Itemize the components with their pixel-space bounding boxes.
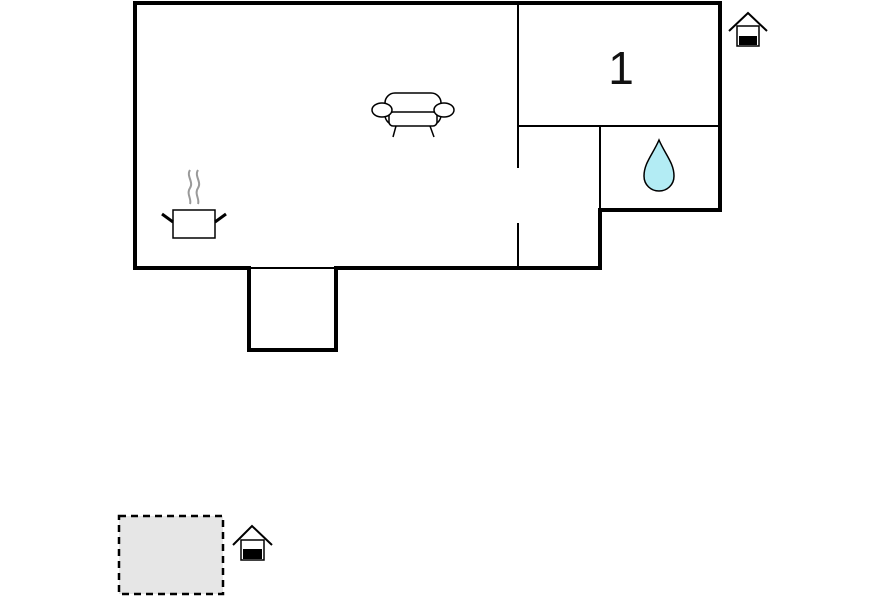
bedroom-number: 1 [608, 42, 634, 94]
house-icon [232, 524, 273, 561]
house-icon [728, 11, 768, 47]
water-drop-icon [643, 138, 675, 192]
sofa-icon [371, 92, 455, 138]
cooking-pot-icon [161, 169, 227, 239]
outbuilding-outline [117, 514, 225, 596]
